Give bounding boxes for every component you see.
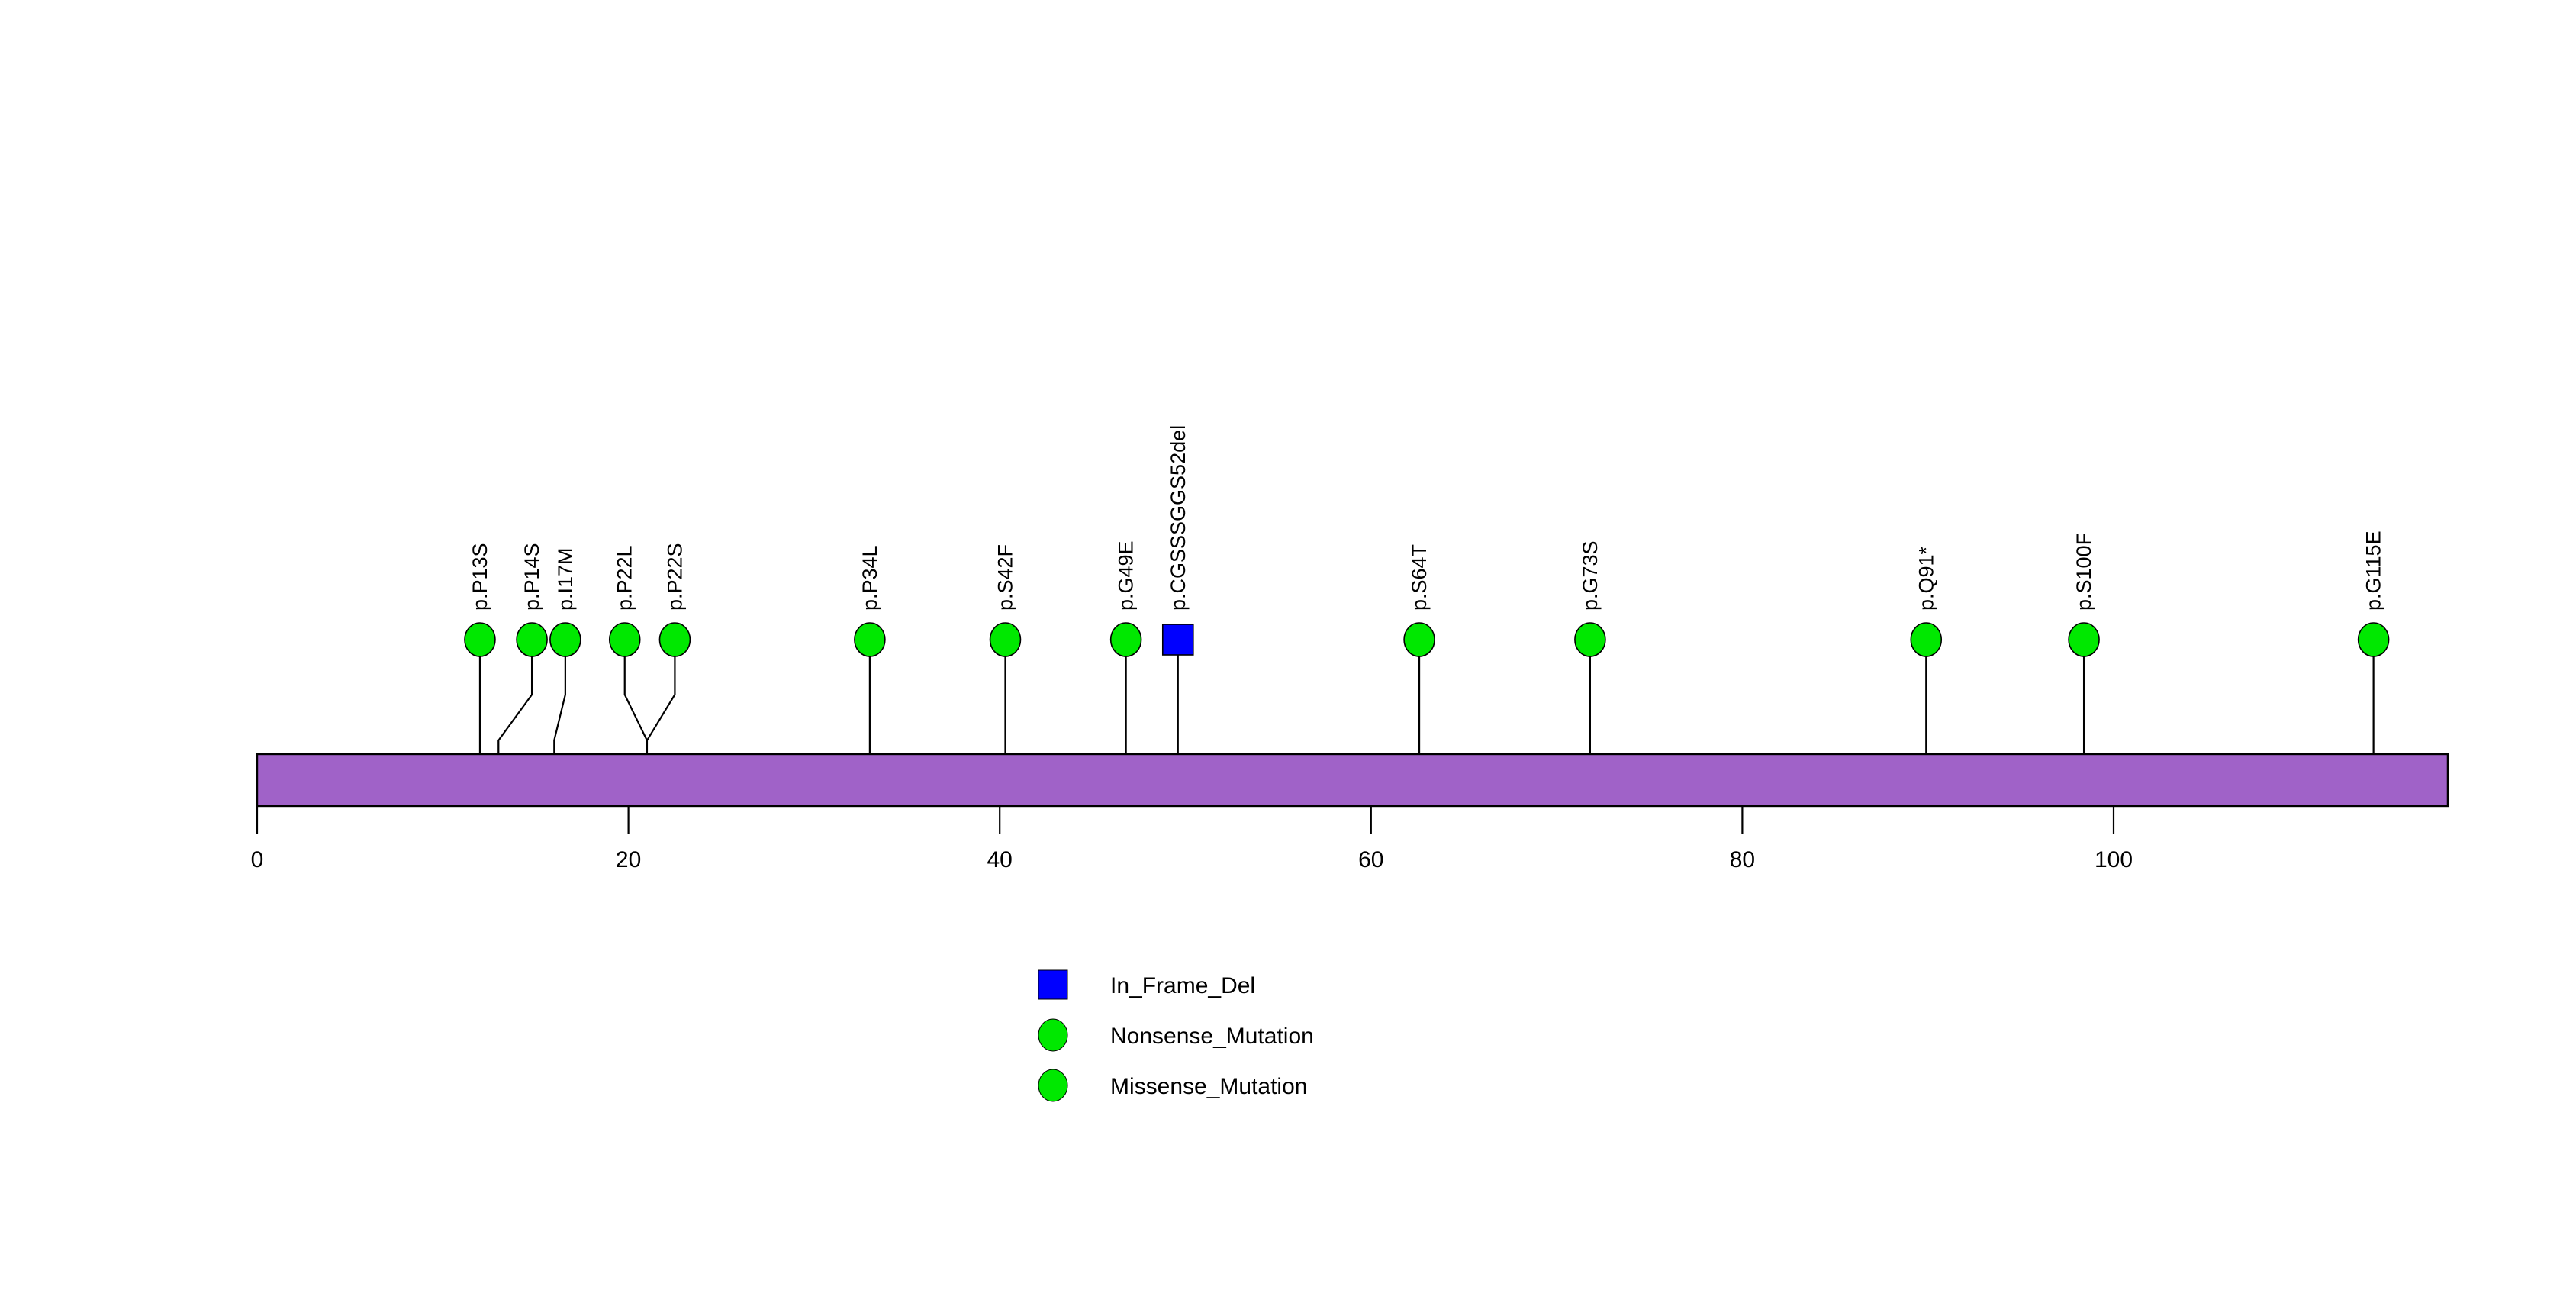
mutation-label: p.P14S <box>520 543 543 611</box>
legend-label[interactable]: Nonsense_Mutation <box>1110 1024 1314 1049</box>
protein-domain-bar <box>256 753 2449 808</box>
lollipop-marker-missense[interactable] <box>658 622 691 657</box>
x-axis-tick-label: 0 <box>251 847 264 872</box>
mutation-label: p.S100F <box>2072 533 2095 611</box>
lollipop-marker-missense[interactable] <box>549 622 581 657</box>
lollipop-marker-missense[interactable] <box>854 622 886 657</box>
lollipop-marker-missense[interactable] <box>2357 622 2390 657</box>
lollipop-marker-missense[interactable] <box>989 622 1022 657</box>
legend-swatch-missense <box>1038 1069 1068 1102</box>
mutation-label: p.G49E <box>1115 540 1138 611</box>
lollipop-marker-missense[interactable] <box>516 622 548 657</box>
mutation-label: p.P34L <box>858 545 881 611</box>
lollipop-marker-missense[interactable] <box>1109 622 1142 657</box>
legend-group: In_Frame_DelNonsense_MutationMissense_Mu… <box>1038 969 1314 1102</box>
mutation-label: p.G73S <box>1579 540 1602 611</box>
mutation-label: p.CGSSSGGS52del <box>1167 425 1190 611</box>
lollipop-marker-nonsense[interactable] <box>1910 622 1943 657</box>
mutation-label: p.S42F <box>993 544 1016 611</box>
mutation-label: p.I17M <box>554 547 577 611</box>
x-axis-tick-label: 60 <box>1358 847 1383 872</box>
legend-label[interactable]: In_Frame_Del <box>1110 973 1255 998</box>
lollipop-marker-missense[interactable] <box>2068 622 2100 657</box>
x-axis-tick-label: 20 <box>616 847 641 872</box>
legend-label[interactable]: Missense_Mutation <box>1110 1074 1307 1099</box>
x-axis-tick-label: 80 <box>1730 847 1755 872</box>
lollipop-labels-group: p.P13S p.P14S p.I17M p.P22L p.P22S p.P34L p.S4… <box>469 425 2385 611</box>
mutation-label: p.P22S <box>663 543 686 611</box>
x-axis-group: 0 20 40 60 80 100 <box>251 806 2133 872</box>
lollipop-marker-missense[interactable] <box>464 622 496 657</box>
x-axis-tick-label: 40 <box>987 847 1013 872</box>
mutation-label: p.P22L <box>613 545 636 611</box>
legend-swatch-nonsense <box>1038 1018 1068 1052</box>
lollipop-marker-in-frame-del[interactable] <box>1161 624 1194 656</box>
mutation-label: p.G115E <box>2362 531 2385 611</box>
lollipop-markers-group <box>464 622 2390 657</box>
mutation-label: p.Q91* <box>1914 546 1937 611</box>
lollipop-marker-missense[interactable] <box>608 622 641 657</box>
x-axis-tick-label: 100 <box>2095 847 2133 872</box>
lollipop-marker-missense[interactable] <box>1403 622 1435 657</box>
mutation-label: p.S64T <box>1408 544 1431 611</box>
mutation-label: p.P13S <box>469 543 491 611</box>
protein-bar-group <box>256 753 2449 808</box>
legend-swatch-in-frame-del <box>1038 969 1068 1000</box>
lollipop-marker-missense[interactable] <box>1574 622 1606 657</box>
